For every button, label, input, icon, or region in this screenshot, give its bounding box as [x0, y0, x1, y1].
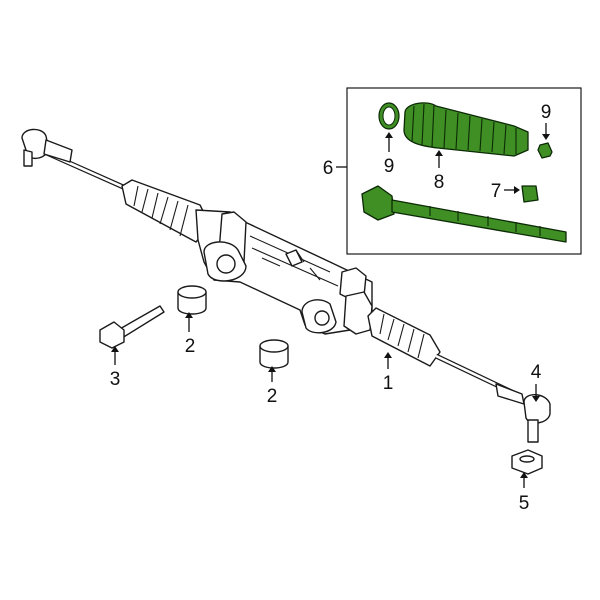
left-tie-rod-end — [21, 128, 132, 193]
lock-washer — [521, 185, 539, 203]
rack-housing — [195, 209, 373, 335]
callout-1: 1 — [383, 373, 394, 394]
highlighted-boot — [403, 102, 529, 157]
callout-2-lower: 2 — [267, 386, 278, 407]
boot-clamp-ring — [378, 102, 400, 130]
inner-tie-rod-kit-box — [346, 87, 582, 255]
tie-rod-nut — [511, 449, 543, 475]
bushing-upper — [177, 285, 207, 315]
callout-4: 4 — [531, 362, 542, 383]
callout-9-right: 9 — [541, 102, 552, 123]
bushing-lower — [259, 339, 289, 369]
callout-5: 5 — [519, 493, 530, 514]
mounting-bolt — [99, 305, 165, 349]
callout-9-left: 9 — [384, 156, 395, 177]
callout-8: 8 — [434, 172, 445, 193]
callout-3: 3 — [110, 369, 121, 390]
right-tie-rod-end — [434, 353, 551, 443]
right-boot — [367, 307, 441, 367]
inner-tie-rod — [361, 185, 567, 243]
callout-arrows — [111, 123, 550, 488]
callout-6: 6 — [323, 158, 334, 179]
callout-7: 7 — [491, 181, 502, 202]
small-boot-clamp — [537, 142, 553, 159]
callout-2-upper: 2 — [185, 336, 196, 357]
